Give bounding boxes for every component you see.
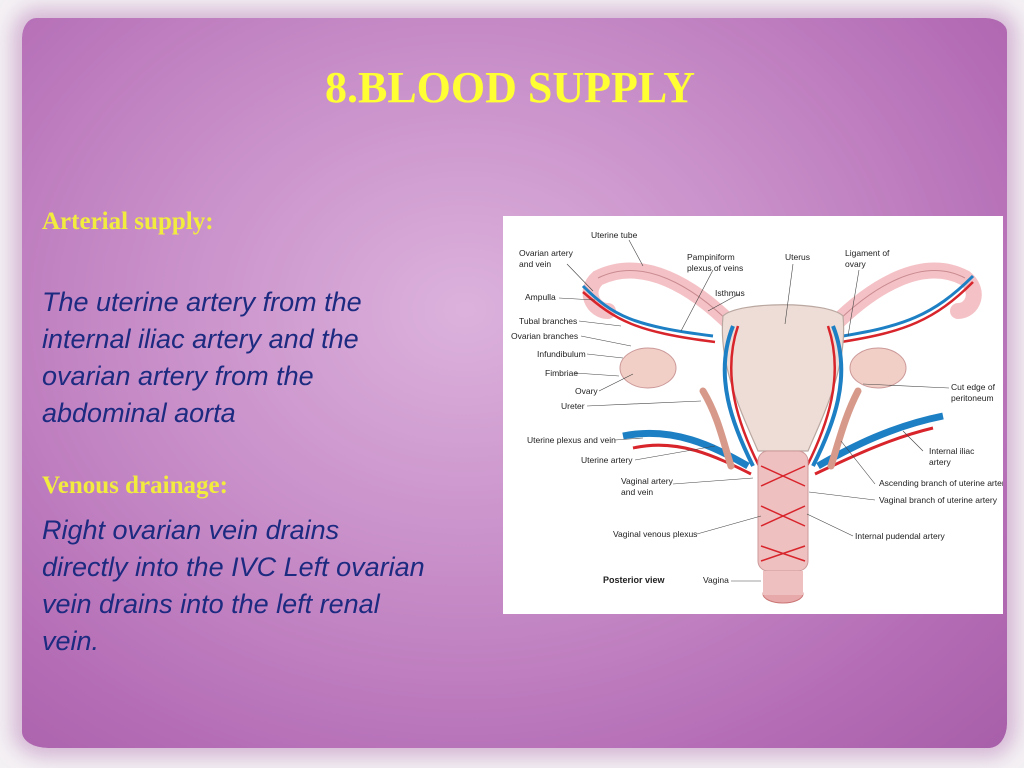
- label-ampulla: Ampulla: [525, 292, 556, 302]
- uterus-body: [721, 304, 845, 452]
- arterial-line: The uterine artery from the: [42, 287, 362, 317]
- label-ovarian-branches: Ovarian branches: [511, 331, 578, 341]
- label-uterine-tube: Uterine tube: [591, 230, 638, 240]
- label-ovarian-artery: Ovarian artery: [519, 248, 574, 258]
- label-tubal-branches: Tubal branches: [519, 316, 577, 326]
- venous-drainage-heading: Venous drainage:: [42, 472, 228, 499]
- left-tube-outline: [597, 270, 734, 327]
- right-uterine-artery: [805, 325, 836, 467]
- label-vaginal-branch: Vaginal branch of uterine artery: [879, 495, 998, 505]
- venous-drainage-text: Right ovarian vein drains directly into …: [42, 512, 425, 660]
- left-ureter: [699, 387, 735, 470]
- label-ovarian-artery-2: and vein: [519, 259, 551, 269]
- venous-line: vein.: [42, 626, 100, 656]
- right-tube-outline: [832, 270, 966, 327]
- arterial-line: abdominal aorta: [42, 398, 236, 428]
- label-isthmus: Isthmus: [715, 288, 745, 298]
- left-uterine-tube: [582, 262, 741, 334]
- anatomy-diagram: Uterine tube Ovarian artery and vein Pam…: [511, 230, 1003, 604]
- arterial-line: internal iliac artery and the: [42, 324, 359, 354]
- uterus-blood-supply-illustration: Uterine tube Ovarian artery and vein Pam…: [503, 216, 1003, 614]
- right-ovary: [849, 347, 907, 389]
- left-iliac-vein: [622, 429, 750, 470]
- right-ureter: [827, 387, 862, 470]
- label-vaginal-artery-2: and vein: [621, 487, 653, 497]
- left-uterine-artery: [730, 325, 761, 467]
- left-ovary: [619, 347, 677, 389]
- label-ligament: Ligament of: [845, 248, 890, 258]
- right-ovarian-artery: [840, 281, 974, 344]
- left-ovarian-artery: [582, 291, 716, 344]
- vaginal-venous-plexus: [760, 465, 806, 562]
- leader-lines: [558, 239, 950, 582]
- venous-line: Right ovarian vein drains: [42, 515, 340, 545]
- label-pampiniform-2: plexus of veins: [687, 263, 743, 273]
- label-uterine-artery: Uterine artery: [581, 455, 633, 465]
- label-internal-pudendal: Internal pudendal artery: [855, 531, 946, 541]
- right-ovarian-vein: [842, 274, 975, 338]
- arterial-supply-heading: Arterial supply:: [42, 208, 214, 235]
- label-internal-iliac: Internal iliac: [929, 446, 975, 456]
- label-infundibulum: Infundibulum: [537, 349, 586, 359]
- label-cut-edge: Cut edge of: [951, 382, 996, 392]
- label-ascending-branch: Ascending branch of uterine artery: [879, 478, 1003, 488]
- label-vaginal-artery: Vaginal artery: [621, 476, 674, 486]
- left-iliac-artery: [632, 443, 752, 476]
- arterial-line: ovarian artery from the: [42, 361, 314, 391]
- label-vagina: Vagina: [703, 575, 729, 585]
- label-fimbriae: Fimbriae: [545, 368, 578, 378]
- label-ovary: Ovary: [575, 386, 598, 396]
- venous-line: directly into the IVC Left ovarian: [42, 552, 425, 582]
- slide-title: 8.BLOOD SUPPLY: [324, 63, 695, 112]
- label-cut-edge-2: peritoneum: [951, 393, 994, 403]
- label-pampiniform: Pampiniform: [687, 252, 735, 262]
- label-posterior-view: Posterior view: [603, 575, 666, 585]
- label-uterus: Uterus: [785, 252, 810, 262]
- label-internal-iliac-2: artery: [929, 457, 951, 467]
- label-ligament-2: ovary: [845, 259, 867, 269]
- label-vaginal-plexus: Vaginal venous plexus: [613, 529, 697, 539]
- vagina-lower: [763, 571, 803, 595]
- arterial-supply-text: The uterine artery from the internal ili…: [42, 284, 362, 432]
- left-uterine-vein: [722, 325, 755, 467]
- venous-line: vein drains into the left renal: [42, 589, 380, 619]
- label-ureter: Ureter: [561, 401, 585, 411]
- right-iliac-artery: [814, 426, 934, 476]
- label-uterine-plexus: Uterine plexus and vein: [527, 435, 616, 445]
- left-ovarian-vein: [581, 284, 714, 338]
- right-uterine-vein: [811, 325, 844, 467]
